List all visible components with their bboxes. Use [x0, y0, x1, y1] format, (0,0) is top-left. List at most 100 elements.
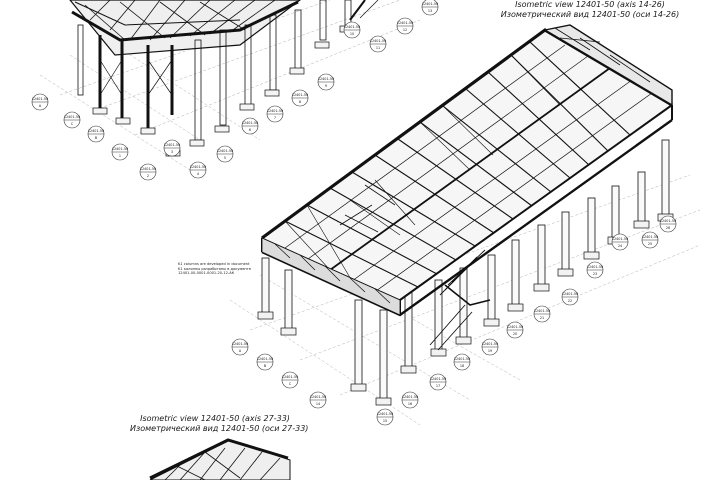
axis-node-20: 12401-50 20 — [506, 321, 524, 339]
axis-node-15: 12401-50 15 — [376, 408, 394, 426]
node-number: A — [39, 104, 42, 108]
axis-node-markers: 12401-501312401-501212401-501112401-5010… — [31, 0, 677, 426]
note-line-2: K1 колонны разработаны в документе — [178, 266, 252, 271]
node-number: 13 — [428, 9, 432, 13]
node-code: 12401-50 — [217, 149, 233, 153]
structure-axis-14-26 — [229, 24, 701, 426]
node-number: 20 — [513, 332, 517, 336]
node-number: 25 — [648, 242, 652, 246]
node-number: A — [239, 349, 242, 353]
node-number: 5 — [224, 156, 226, 160]
node-number: 14 — [316, 402, 320, 406]
node-number: B — [264, 364, 267, 368]
node-code: 12401-50 — [422, 2, 438, 6]
axis-node-5: 12401-50 5 — [216, 145, 234, 163]
axis-node-1: 12401-50 1 — [111, 143, 129, 161]
node-code: 12401-50 — [64, 115, 80, 119]
axis-node-C: 12401-50C — [281, 371, 299, 389]
note-line-1: K1 columns are developed in document — [178, 262, 250, 266]
axis-node-B: 12401-50B — [256, 353, 274, 371]
axis-node-25: 12401-50 25 — [641, 231, 659, 249]
node-number: 23 — [593, 272, 597, 276]
node-code: 12401-50 — [267, 109, 283, 113]
view-title-axis-27-33: Isometric view 12401-50 (axis 27-33) Изо… — [130, 414, 309, 434]
axis-node-9: 12401-50 9 — [317, 73, 335, 91]
node-code: 12401-50 — [534, 309, 550, 313]
view-title-en: Isometric view 12401-50 (axis 14-26) — [515, 0, 665, 9]
axis-node-C: 12401-50C — [63, 111, 81, 129]
node-number: 18 — [460, 364, 464, 368]
node-number: 4 — [197, 172, 199, 176]
node-number: 26 — [666, 226, 670, 230]
axis-node-8: 12401-50 8 — [291, 89, 309, 107]
axis-node-B: 12401-50B — [87, 125, 105, 143]
node-number: 9 — [325, 84, 327, 88]
node-code: 12401-50 — [112, 147, 128, 151]
node-number: 2 — [147, 174, 149, 178]
axis-node-2: 12401-50 2 — [139, 163, 157, 181]
node-code: 12401-50 — [88, 129, 104, 133]
node-code: 12401-50 — [454, 357, 470, 361]
node-code: 12401-50 — [397, 21, 413, 25]
axis-node-A: 12401-50A — [31, 93, 49, 111]
axis-node-11: 12401-50 11 — [369, 35, 387, 53]
node-code: 12401-50 — [612, 237, 628, 241]
node-code: 12401-50 — [164, 143, 180, 147]
axis-node-26: 12401-50 26 — [659, 215, 677, 233]
node-code: 12401-50 — [318, 77, 334, 81]
node-code: 12401-50 — [377, 412, 393, 416]
node-code: 12401-50 — [282, 375, 298, 379]
node-number: 12 — [403, 28, 407, 32]
node-number: 7 — [274, 116, 276, 120]
structure-axis-27-33 — [149, 438, 291, 480]
axis-node-6: 12401-506 — [241, 117, 259, 135]
node-code: 12401-50 — [587, 265, 603, 269]
axis-node-7: 12401-50 7 — [266, 105, 284, 123]
node-code: 12401-50 — [642, 235, 658, 239]
node-code: 12401-50 — [562, 292, 578, 296]
axis-node-4: 12401-50 4 — [189, 161, 207, 179]
axis-node-23: 12401-50 23 — [586, 261, 604, 279]
node-code: 12401-50 — [370, 39, 386, 43]
node-number: B — [95, 136, 98, 140]
view-title-ru: Изометрический вид 12401-50 (оси 14-26) — [500, 10, 680, 19]
node-code: 12401-50 — [507, 325, 523, 329]
axis-node-24: 12401-50 24 — [611, 233, 629, 251]
node-number: 15 — [383, 419, 387, 423]
node-code: 12401-50 — [660, 219, 676, 223]
node-number: 22 — [568, 299, 572, 303]
column-note: K1 columns are developed in document K1 … — [178, 262, 251, 276]
node-number: 16 — [408, 402, 412, 406]
note-line-3: 12401-00-0001-0001-20-12-АК — [178, 271, 235, 276]
node-number: 24 — [618, 244, 622, 248]
node-number: 3 — [171, 150, 173, 154]
node-number: 10 — [350, 32, 354, 36]
node-code: 12401-50 — [430, 377, 446, 381]
node-number: 19 — [488, 349, 492, 353]
node-code: 12401-50 — [190, 165, 206, 169]
node-number: 8 — [299, 100, 301, 104]
structure-axis-1-13 — [39, 0, 421, 171]
axis-node-19: 12401-50 19 — [481, 338, 499, 356]
node-code: 12401-50 — [310, 395, 326, 399]
node-code: 12401-50 — [140, 167, 156, 171]
axis-node-12: 12401-50 12 — [396, 17, 414, 35]
node-number: 6 — [249, 128, 251, 132]
node-code: 12401-50 — [344, 25, 360, 29]
node-code: 12401-50 — [402, 395, 418, 399]
axis-node-A: 12401-50A — [231, 338, 249, 356]
view-title-en: Isometric view 12401-50 (axis 27-33) — [140, 414, 290, 423]
node-code: 12401-50 — [292, 93, 308, 97]
axis-node-3: 12401-50 3 — [163, 139, 181, 157]
node-number: 11 — [376, 46, 380, 50]
axis-node-22: 12401-50 22 — [561, 288, 579, 306]
axis-node-16: 12401-50 16 — [401, 391, 419, 409]
axis-node-14: 12401-50 14 — [309, 391, 327, 409]
node-code: 12401-50 — [232, 342, 248, 346]
axis-node-18: 12401-50 18 — [453, 353, 471, 371]
node-number: 1 — [119, 154, 121, 158]
node-code: 12401-50 — [482, 342, 498, 346]
view-title-ru: Изометрический вид 12401-50 (оси 27-33) — [130, 424, 309, 433]
